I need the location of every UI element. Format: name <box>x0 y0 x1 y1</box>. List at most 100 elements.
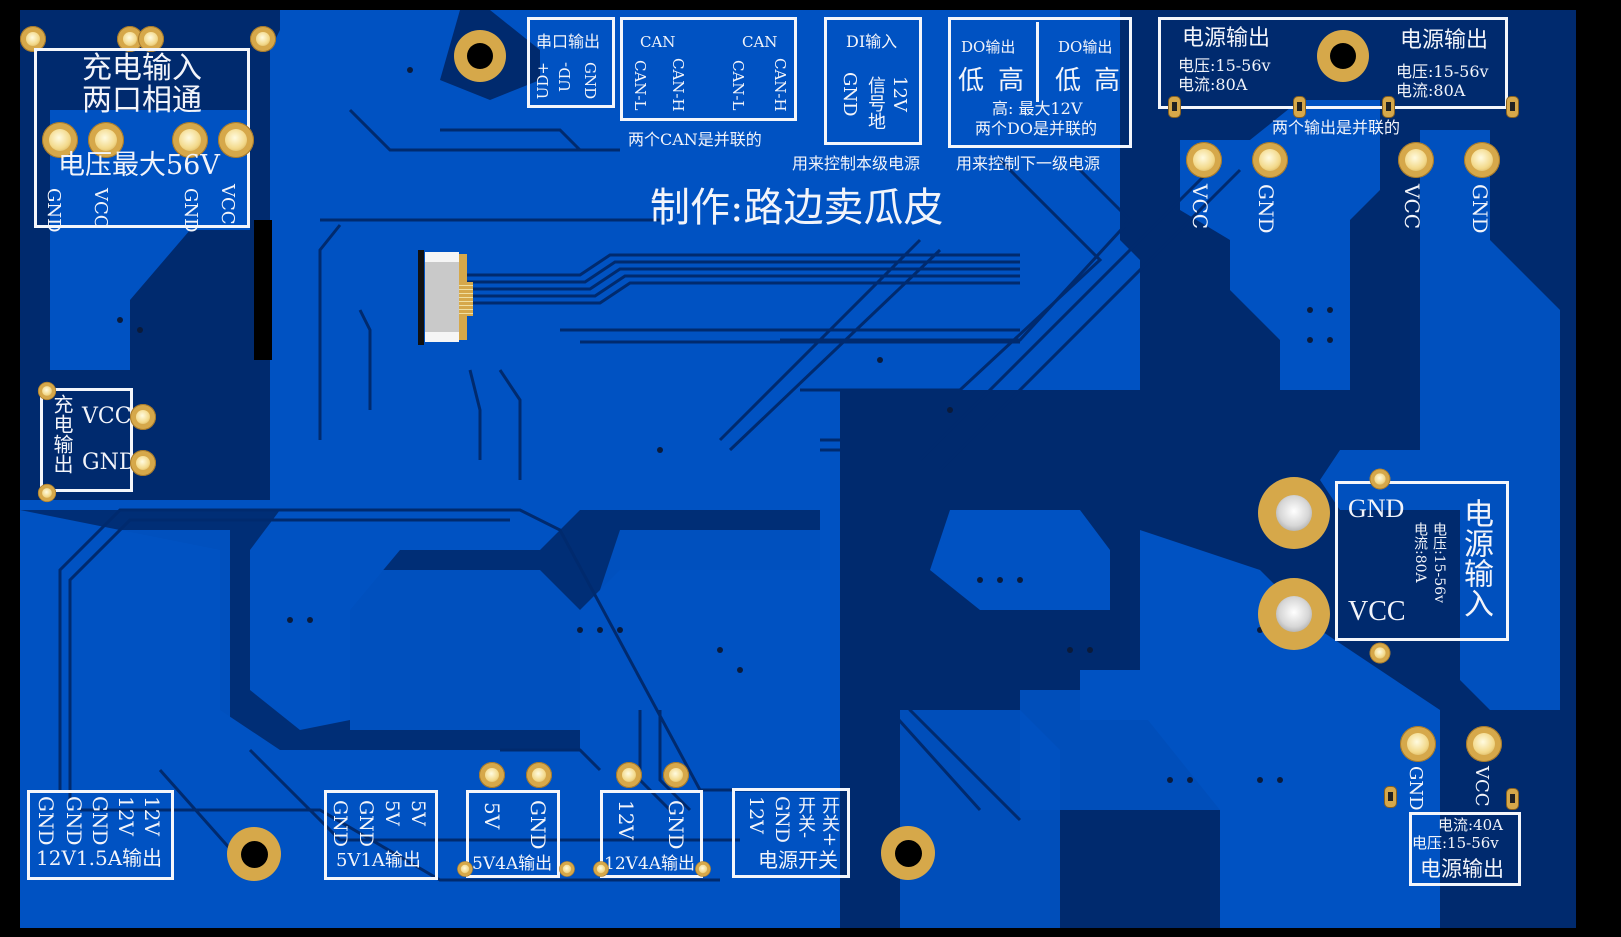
power-input-voltage: 电压:15-56v <box>1431 522 1447 603</box>
out-5v-1a-pin-label: 5V <box>381 800 403 826</box>
di-input-pin-label: GND <box>839 72 860 117</box>
pad <box>20 26 46 52</box>
power-output-right-title: 电源输出 <box>1400 28 1489 53</box>
smd-component <box>1506 96 1519 118</box>
out-12v-1a5-pin-label: GND <box>88 796 112 846</box>
smd-component <box>1168 96 1181 118</box>
di-input-label-box <box>824 17 922 145</box>
do-output-left-title: DO输出 <box>961 38 1016 56</box>
power-output-pin-label: GND <box>1254 184 1278 234</box>
charge-input-pin-label: GND <box>43 188 64 233</box>
power-switch-pin-label: 开关- <box>795 796 816 839</box>
charge-input-pad-vcc2[interactable] <box>218 122 254 158</box>
charge-input-voltage-note: 电压最大56V <box>58 150 220 181</box>
can-parallel-note: 两个CAN是并联的 <box>628 130 762 149</box>
out-5v-4a-label-box <box>466 790 560 878</box>
out-12v-4a-pin-label: 12V <box>614 800 638 840</box>
do-parallel-note: 两个DO是并联的 <box>975 119 1097 138</box>
di-input-pin-label: 信号地 <box>865 76 886 130</box>
board-slot <box>254 220 272 360</box>
smd-component <box>1384 786 1397 808</box>
di-input-pin-label: 12V <box>889 76 910 112</box>
out-12v-1a5-pin-label: GND <box>62 796 86 846</box>
power-output-pad-gnd[interactable] <box>1252 142 1288 178</box>
power-output-pad-gnd2[interactable] <box>1464 142 1500 178</box>
charge-output-pad-gnd[interactable] <box>130 450 156 476</box>
power-input-current: 电流:80A <box>1412 522 1428 583</box>
power-output-bottom-pad-gnd[interactable] <box>1400 726 1436 762</box>
power-output-right-current: 电流:80A <box>1396 81 1466 100</box>
mounting-hole-bottom-center <box>881 826 935 880</box>
do-left-low-label: 低 <box>958 66 985 96</box>
can-label-box <box>620 17 797 121</box>
power-output-pad-vcc2[interactable] <box>1398 142 1434 178</box>
charge-input-pin-label: GND <box>180 188 201 233</box>
smd-component <box>1506 788 1519 810</box>
out-5v-4a-pad-5v[interactable] <box>479 762 505 788</box>
charge-output-pad-vcc[interactable] <box>130 404 156 430</box>
di-input-note: 用来控制本级电源 <box>792 154 921 173</box>
pad <box>457 861 473 877</box>
charge-input-pad-gnd[interactable] <box>42 122 78 158</box>
pad <box>117 26 143 52</box>
out-12v-1a5-pin-label: GND <box>34 796 58 846</box>
out-5v-1a-pin-label: GND <box>355 800 377 848</box>
power-output-bottom-current: 电流:40A <box>1438 816 1503 834</box>
pad <box>138 26 164 52</box>
charge-input-pad-vcc[interactable] <box>88 122 124 158</box>
power-output-left-voltage: 电压:15-56v <box>1178 56 1271 75</box>
pad <box>250 26 276 52</box>
serial-output-pin-label: UD+ <box>534 62 552 100</box>
power-switch-pin-label: 开关+ <box>819 796 840 848</box>
charge-input-title: 充电输入 <box>82 51 202 86</box>
can-pin-label: CAN-L <box>729 60 747 111</box>
out-12v-4a-title: 12V4A输出 <box>604 854 696 874</box>
power-output-right-voltage: 电压:15-56v <box>1396 62 1489 81</box>
power-switch-pin-label: 12V <box>745 796 767 834</box>
charge-output-pin-label: VCC <box>82 404 132 429</box>
do-right-low-label: 低 <box>1055 66 1082 96</box>
power-output-pin-label: VCC <box>1400 184 1424 230</box>
di-input-title: DI输入 <box>846 32 898 51</box>
out-5v-4a-pin-label: 5V <box>480 802 504 830</box>
signal-traces <box>58 108 1242 928</box>
out-5v-1a-title: 5V1A输出 <box>336 850 421 871</box>
do-output-right-title: DO输出 <box>1058 38 1113 56</box>
ffc-connector <box>418 250 474 345</box>
smd-component <box>1293 96 1306 118</box>
charge-input-pin-label: VCC <box>217 184 238 225</box>
do-right-high-label: 高 <box>1094 66 1121 96</box>
out-12v-1a5-pin-label: 12V <box>114 796 138 836</box>
out-12v-1a5-pin-label: 12V <box>140 796 164 836</box>
power-output-bottom-title: 电源输出 <box>1420 857 1504 881</box>
out-12v-4a-pad-12v[interactable] <box>616 762 642 788</box>
power-output-pad-vcc[interactable] <box>1186 142 1222 178</box>
power-output-top-label-box <box>1158 17 1508 109</box>
do-divider <box>1036 22 1039 102</box>
do-output-note: 用来控制下一级电源 <box>956 154 1101 173</box>
power-output-bottom-pin-label: VCC <box>1471 766 1492 807</box>
serial-output-pin-label: UD- <box>556 62 574 93</box>
pad <box>593 861 609 877</box>
charge-output-label-box <box>40 388 133 492</box>
power-input-pad-gnd[interactable] <box>1258 477 1330 549</box>
do-output-label-box <box>948 17 1132 148</box>
charge-input-pad-gnd2[interactable] <box>172 122 208 158</box>
power-output-pin-label: VCC <box>1188 184 1212 230</box>
charge-output-title: 充电输出 <box>50 394 74 474</box>
power-output-bottom-voltage: 电压:15-56v <box>1412 834 1499 852</box>
serial-output-title: 串口输出 <box>536 32 601 51</box>
power-output-parallel-note: 两个输出是并联的 <box>1272 118 1401 137</box>
pad <box>695 861 711 877</box>
out-5v-1a-pin-label: GND <box>329 800 351 848</box>
can-pin-label: CAN-L <box>631 60 649 111</box>
out-12v-1a5-title: 12V1.5A输出 <box>36 846 163 870</box>
power-output-bottom-pad-vcc[interactable] <box>1466 726 1502 762</box>
out-5v-4a-pad-gnd[interactable] <box>526 762 552 788</box>
can-pin-label: CAN-H <box>771 58 789 112</box>
pad <box>37 483 57 503</box>
mounting-hole-bottom-left <box>227 827 281 881</box>
out-12v-4a-pad-gnd[interactable] <box>663 762 689 788</box>
out-5v-4a-title: 5V4A输出 <box>472 854 553 874</box>
power-input-pad-vcc[interactable] <box>1258 578 1330 650</box>
